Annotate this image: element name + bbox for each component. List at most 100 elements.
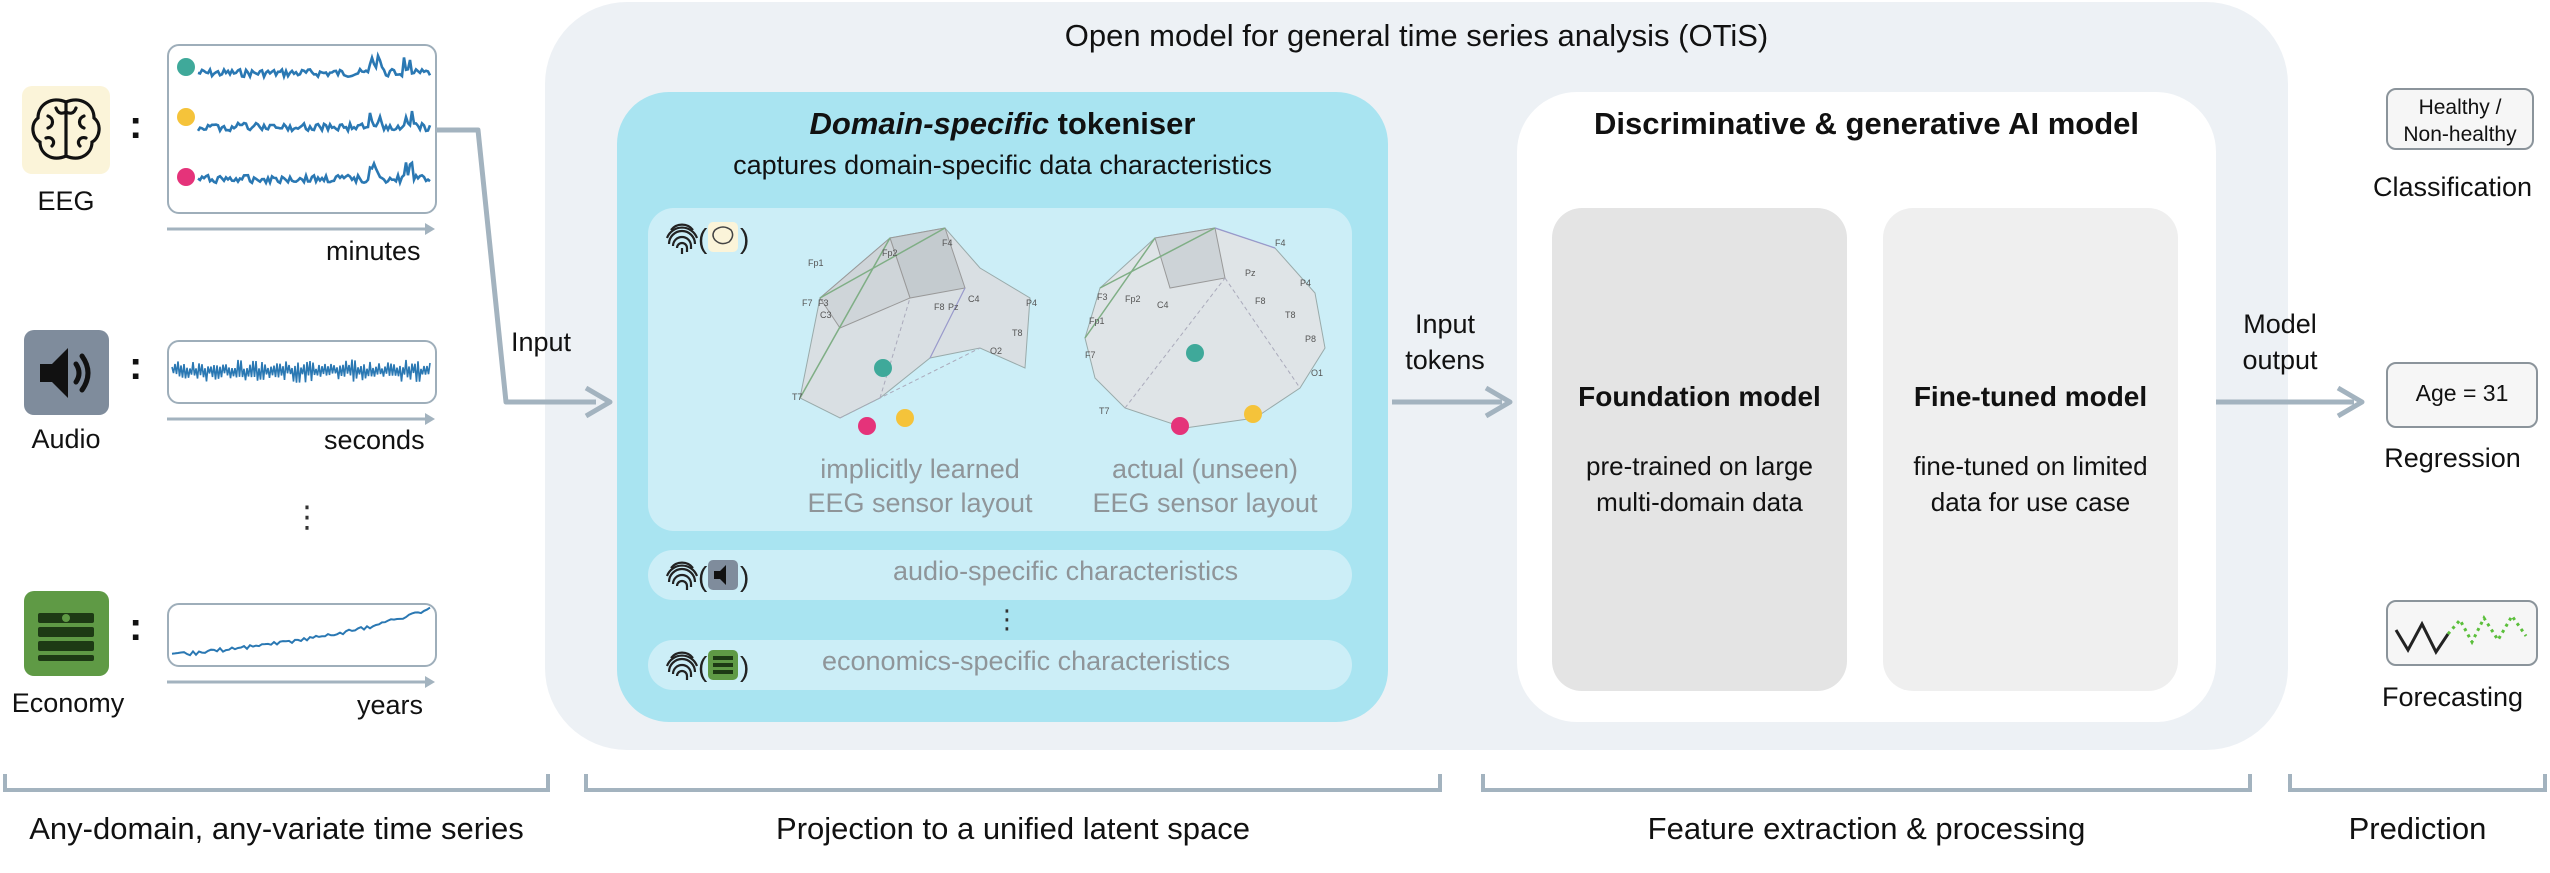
sensor-label: F3 xyxy=(818,298,829,308)
sensor-label: Pz xyxy=(1245,268,1256,278)
eeg-unit-label: minutes xyxy=(326,236,421,266)
eeg-time-axis xyxy=(167,223,435,235)
forecast-chart-icon xyxy=(2394,613,2528,655)
eeg-channel-teal-dot xyxy=(177,58,195,76)
sensor-label: P4 xyxy=(1026,298,1037,308)
sensor-label: F7 xyxy=(802,298,813,308)
forecasting-output-box xyxy=(2386,600,2538,666)
tokeniser-title-rest: tokeniser xyxy=(1049,106,1196,141)
sensor-label: Fp2 xyxy=(1125,294,1141,304)
actual-caption-line-2: EEG sensor layout xyxy=(1092,488,1318,518)
ai-model-title: Discriminative & generative AI model xyxy=(1594,106,2139,141)
foundation-model-title: Foundation model xyxy=(1578,381,1821,412)
actual-layout-mesh: F3 Fp2 C4 F4 P4 T8 F8 Fp1 F7 T7 P8 Pz O1 xyxy=(1084,227,1326,435)
input-ellipsis: ⋮ xyxy=(292,501,322,534)
audio-colon: : xyxy=(129,344,143,388)
stage2-bracket xyxy=(584,774,1442,792)
fine-tuned-model-box xyxy=(1883,208,2178,691)
eeg-label: EEG xyxy=(37,186,95,216)
svg-text:): ) xyxy=(740,561,749,592)
audio-time-axis xyxy=(167,413,435,425)
sensor-label: C4 xyxy=(1157,300,1169,310)
sensor-label: Fp1 xyxy=(808,258,824,268)
sensor-label: C3 xyxy=(820,310,832,320)
economy-icon-box xyxy=(24,591,109,676)
econ-characteristics-row xyxy=(648,640,1352,690)
audio-unit-label: seconds xyxy=(324,425,425,455)
sensor-label: F4 xyxy=(942,238,953,248)
foundation-model-box xyxy=(1552,208,1847,691)
model-output-line-1: Model xyxy=(2243,309,2317,339)
stage4-bracket xyxy=(2288,774,2547,792)
eeg-colon: : xyxy=(129,103,143,147)
learned-layout-mesh: F3 C3 Fp2 F4 C4 P4 F8 Pz T8 O2 Fp1 F7 T7 xyxy=(792,227,1037,435)
regression-output-box: Age = 31 xyxy=(2386,362,2538,428)
actual-caption-line-1: actual (unseen) xyxy=(1111,454,1299,484)
input-tokens-arrowhead xyxy=(1484,385,1513,419)
economy-time-axis xyxy=(167,676,435,688)
tokeniser-title-italic: Domain-specific xyxy=(809,106,1049,141)
economy-colon: : xyxy=(129,605,143,649)
sensor-label: Fp1 xyxy=(1089,316,1105,326)
stage2-label: Projection to a unified latent space xyxy=(776,811,1250,846)
sensor-label: T7 xyxy=(792,392,803,402)
input-tokens-line-1: Input xyxy=(1414,309,1476,339)
stage1-label: Any-domain, any-variate time series xyxy=(29,811,524,846)
economy-signal-box xyxy=(167,603,437,667)
fingerprint-eeg-icon: ( ) xyxy=(665,222,749,254)
fine-desc-line-2: data for use case xyxy=(1930,487,2131,517)
eeg-channel-pink-dot xyxy=(177,168,195,186)
fine-tuned-model-title: Fine-tuned model xyxy=(1913,381,2148,412)
eeg-signal-plot xyxy=(177,51,432,187)
model-output-label: Model output xyxy=(2215,306,2345,378)
eeg-channel-yellow-dot xyxy=(177,108,195,126)
learned-caption-line-1: implicitly learned xyxy=(820,454,1020,484)
input-arrowhead xyxy=(584,385,613,419)
stage-brackets xyxy=(3,774,2547,792)
economy-label: Economy xyxy=(11,688,125,718)
audio-icon-box xyxy=(24,330,109,415)
tokeniser-title: Domain-specific tokeniser xyxy=(617,106,1388,142)
fine-tuned-model-desc: fine-tuned on limited data for use case xyxy=(1883,448,2178,520)
eeg-icon-box xyxy=(22,86,110,174)
teal-sensor-dot xyxy=(1186,344,1204,362)
input-arrow xyxy=(436,127,596,405)
sensor-label: P4 xyxy=(1300,278,1311,288)
pink-sensor-dot xyxy=(858,417,876,435)
yellow-sensor-dot xyxy=(896,409,914,427)
foundation-desc-line-1: pre-trained on large xyxy=(1586,451,1813,481)
input-tokens-line-2: tokens xyxy=(1405,345,1485,375)
tokeniser-subtitle: captures domain-specific data characteri… xyxy=(733,150,1272,180)
econ-characteristics-label: economics-specific characteristics xyxy=(822,646,1231,676)
fingerprint-audio-icon: ( ) xyxy=(665,560,749,592)
sensor-label: C4 xyxy=(968,294,980,304)
audio-characteristics-label: audio-specific characteristics xyxy=(893,556,1239,586)
svg-text:(: ( xyxy=(698,561,708,592)
yellow-sensor-dot xyxy=(1244,405,1262,423)
classification-value-line-1: Healthy / xyxy=(2418,96,2502,119)
input-tokens-label: Input tokens xyxy=(1380,306,1510,378)
sensor-label: O1 xyxy=(1311,368,1323,378)
classification-value-line-2: Non-healthy xyxy=(2403,123,2517,146)
sensor-label: O2 xyxy=(990,346,1002,356)
svg-text:(: ( xyxy=(698,223,708,254)
stage1-bracket xyxy=(3,774,550,792)
fine-desc-line-1: fine-tuned on limited xyxy=(1913,451,2148,481)
sensor-label: T7 xyxy=(1099,406,1110,416)
svg-text:): ) xyxy=(740,223,749,254)
speaker-icon xyxy=(40,348,91,398)
input-arrow-label: Input xyxy=(511,327,572,357)
sensor-label: Fp2 xyxy=(882,248,898,258)
economy-unit-label: years xyxy=(357,690,424,720)
model-output-arrowhead xyxy=(2336,385,2365,419)
economy-signal-plot xyxy=(171,606,431,657)
foundation-model-desc: pre-trained on large multi-domain data xyxy=(1552,448,1847,520)
brain-icon xyxy=(31,98,101,160)
sensor-label: F8 xyxy=(934,302,945,312)
learned-layout-caption: implicitly learned EEG sensor layout xyxy=(780,452,1060,520)
classification-label: Classification xyxy=(2372,172,2533,202)
regression-label: Regression xyxy=(2384,443,2521,473)
stage4-label: Prediction xyxy=(2348,811,2487,846)
teal-sensor-dot xyxy=(874,359,892,377)
